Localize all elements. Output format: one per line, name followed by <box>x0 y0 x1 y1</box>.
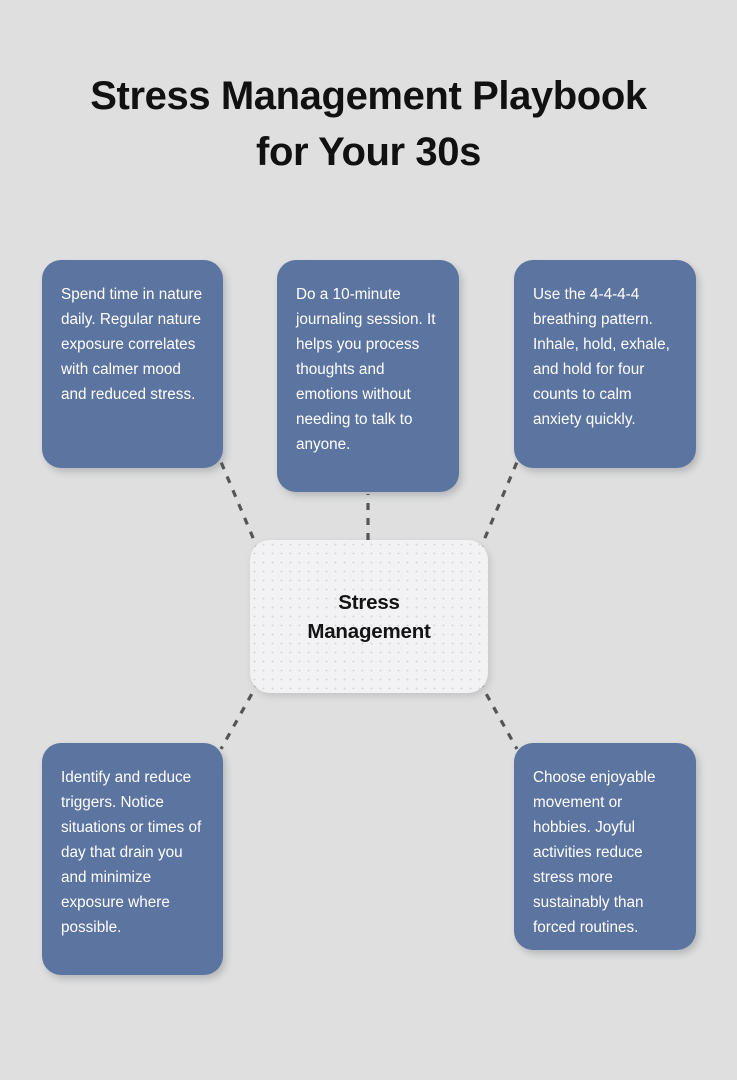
connector-center-to-breathing <box>477 461 519 553</box>
tip-card-breathing[interactable]: Use the 4-4-4-4 breathing pattern. Inhal… <box>514 260 696 468</box>
page-title-line-1: Stress Management Playbook <box>90 74 647 118</box>
tip-card-triggers-text: Identify and reduce triggers. Notice sit… <box>61 769 202 936</box>
page-title: Stress Management Playbook for Your 30s <box>0 68 737 180</box>
center-node-label-line-2: Management <box>307 619 431 643</box>
tip-card-journaling-text: Do a 10-minute journaling session. It he… <box>296 286 436 453</box>
connector-center-to-movement <box>477 680 519 750</box>
tip-card-breathing-text: Use the 4-4-4-4 breathing pattern. Inhal… <box>533 286 670 428</box>
tip-card-nature[interactable]: Spend time in nature daily. Regular natu… <box>42 260 223 468</box>
page-title-line-2: for Your 30s <box>256 130 481 174</box>
center-node[interactable]: Stress Management <box>250 540 488 693</box>
center-node-label-line-1: Stress <box>338 590 400 614</box>
tip-card-movement-text: Choose enjoyable movement or hobbies. Jo… <box>533 769 656 936</box>
tip-card-nature-text: Spend time in nature daily. Regular natu… <box>61 286 203 403</box>
center-node-label: Stress Management <box>307 588 431 646</box>
tip-card-movement[interactable]: Choose enjoyable movement or hobbies. Jo… <box>514 743 696 950</box>
tip-card-triggers[interactable]: Identify and reduce triggers. Notice sit… <box>42 743 223 975</box>
connector-center-to-nature <box>219 461 261 553</box>
connector-center-to-triggers <box>219 680 261 750</box>
tip-card-journaling[interactable]: Do a 10-minute journaling session. It he… <box>277 260 459 492</box>
